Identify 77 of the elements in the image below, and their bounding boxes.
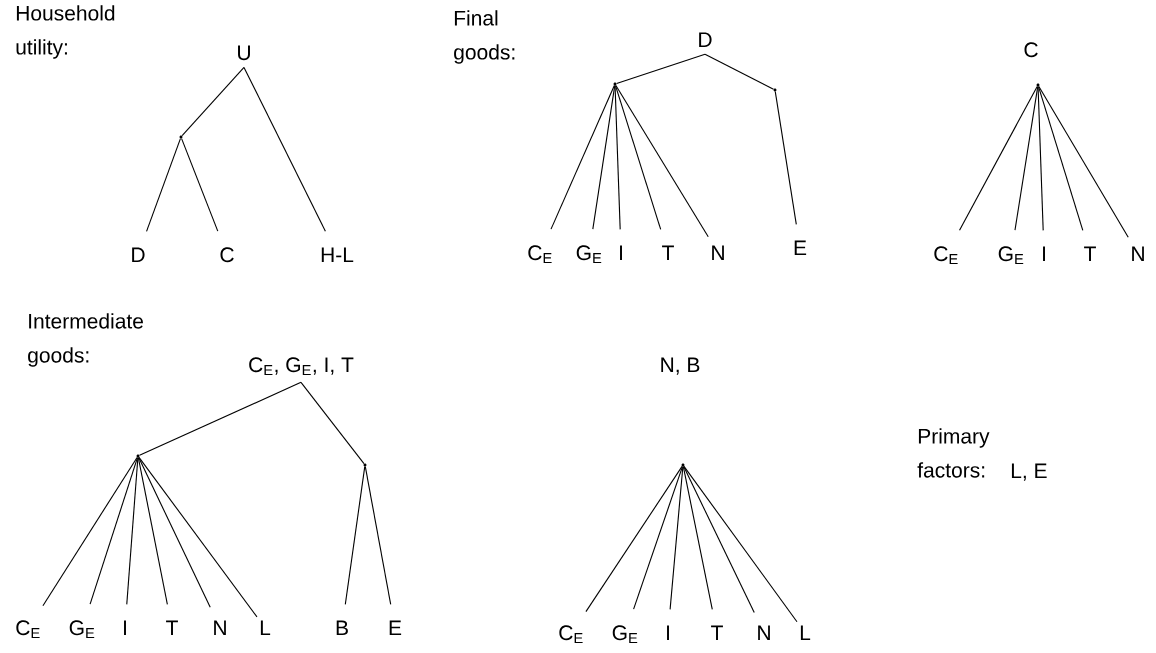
heading-label: Final goods:	[454, 10, 515, 64]
tree-branch	[138, 457, 211, 608]
tree-branch	[42, 456, 138, 607]
leaf-label: N	[758, 625, 770, 640]
tree-branch	[138, 456, 258, 618]
tree-branch	[181, 66, 245, 137]
tree-branch	[615, 84, 709, 238]
tree-branch	[137, 457, 168, 605]
leaf-label: E	[794, 240, 807, 255]
branch-point	[681, 463, 685, 467]
tree-branch	[774, 91, 797, 225]
tree-branch	[669, 466, 684, 610]
heading-label: Primary factors:	[917, 428, 990, 478]
tree-branch	[704, 53, 775, 90]
heading-label: L, E	[1011, 463, 1047, 481]
leaf-label: G$_{E}$	[998, 246, 1024, 265]
tree-branch	[683, 466, 755, 614]
tree-branch	[683, 465, 798, 623]
tree-branch	[139, 381, 302, 456]
leaf-label: N	[1132, 246, 1144, 261]
tree-branch	[1038, 85, 1129, 238]
tree-branch	[614, 85, 621, 230]
leaf-label: N	[712, 245, 724, 260]
leaf-label: I	[1043, 246, 1045, 261]
leaf-label: H-L	[321, 247, 354, 262]
leaf-label: I	[667, 625, 669, 640]
leaf-label: T	[1084, 246, 1096, 261]
tree-root-label: D	[699, 32, 712, 47]
leaf-label: C$_{E}$	[528, 245, 552, 264]
tree-branch	[1037, 86, 1084, 231]
tree-branch	[89, 457, 139, 605]
tree-branch	[243, 66, 326, 232]
leaf-label: E	[389, 620, 402, 635]
tree-root-label: C$_{E}$, G$_{E}$, I, T	[249, 357, 354, 376]
leaf-label: G$_{E}$	[612, 625, 638, 644]
leaf-label: B	[336, 620, 348, 635]
tree-root-label: U	[238, 45, 250, 61]
tree-branch	[959, 85, 1038, 231]
leaf-label: I	[620, 245, 622, 260]
leaf-label: C$_{E}$	[16, 620, 40, 639]
leaf-label: D	[132, 247, 145, 262]
branch-point	[363, 463, 367, 467]
tree-branch	[682, 466, 713, 610]
leaf-label: C	[220, 247, 234, 263]
branch-point	[1036, 83, 1040, 87]
heading-label: Household utility:	[16, 5, 115, 59]
leaf-label: G$_{E}$	[576, 245, 602, 264]
heading-label: Intermediate goods:	[28, 313, 143, 367]
leaf-label: L	[800, 625, 811, 640]
tree-branch	[1037, 86, 1044, 231]
heading-label: N, B	[661, 357, 700, 375]
branch-point	[613, 82, 617, 86]
tree-branch	[146, 138, 181, 232]
branch-point	[179, 135, 183, 139]
tree-branch	[300, 381, 365, 465]
branch-point	[136, 454, 140, 458]
tree-branch	[344, 466, 366, 605]
branch-point	[773, 88, 777, 92]
tree-branch	[616, 53, 706, 84]
tree-branch	[633, 466, 683, 610]
tree-branch	[614, 85, 662, 230]
tree-branch	[550, 85, 615, 230]
leaf-label: T	[662, 245, 674, 260]
leaf-label: C$_{E}$	[934, 246, 958, 265]
tree-branch	[585, 465, 683, 613]
tree-branch	[1014, 86, 1039, 231]
tree-branch	[181, 138, 219, 232]
leaf-label: I	[124, 620, 126, 635]
tree-branch	[364, 466, 392, 605]
leaf-label: T	[166, 620, 178, 635]
leaf-label: L	[260, 620, 271, 635]
heading-label: C	[1024, 42, 1038, 58]
leaf-label: T	[711, 625, 723, 640]
tree-branch	[126, 457, 139, 605]
leaf-label: N	[214, 620, 226, 635]
leaf-label: C$_{E}$	[559, 625, 583, 644]
leaf-label: G$_{E}$	[69, 620, 95, 639]
